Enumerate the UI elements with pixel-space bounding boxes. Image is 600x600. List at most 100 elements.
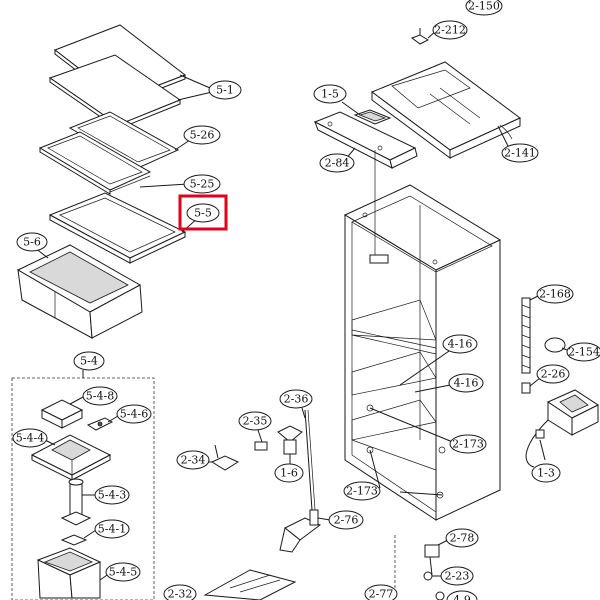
svg-text:2-32: 2-32 (168, 588, 193, 600)
part-5-4-1[interactable] (60, 534, 88, 546)
part-5-4-3[interactable] (60, 478, 92, 526)
svg-text:5-6: 5-6 (23, 236, 41, 249)
svg-text:2-35: 2-35 (243, 415, 268, 428)
label-2-34[interactable]: 2-34 (176, 450, 210, 470)
shelf-frame-5-25[interactable] (39, 147, 151, 195)
label-1-6[interactable]: 1-6 (274, 463, 304, 483)
svg-text:2-173: 2-173 (452, 438, 484, 451)
label-2-26[interactable]: 2-26 (536, 364, 570, 384)
label-2-36[interactable]: 2-36 (279, 389, 313, 409)
label-4-16-lower[interactable]: 4-16 (448, 373, 484, 393)
cover-2-141[interactable] (370, 61, 521, 159)
label-2-76[interactable]: 2-76 (328, 510, 364, 530)
label-2-23[interactable]: 2-23 (440, 566, 474, 586)
label-5-4[interactable]: 5-4 (73, 351, 105, 371)
assembly-2-32[interactable] (203, 569, 297, 600)
shelf-frame-5-26[interactable] (38, 111, 180, 191)
part-5-4-8[interactable] (40, 399, 84, 429)
svg-text:2-168: 2-168 (539, 288, 571, 301)
label-2-168[interactable]: 2-168 (536, 284, 574, 304)
highlight-box-5-5 (178, 194, 228, 231)
label-5-26[interactable]: 5-26 (183, 125, 221, 145)
label-1-3[interactable]: 1-3 (531, 463, 561, 483)
label-4-16-upper[interactable]: 4-16 (442, 334, 478, 354)
svg-text:2-173: 2-173 (346, 485, 378, 498)
svg-text:5-25: 5-25 (190, 178, 215, 191)
label-2-78[interactable]: 2-78 (445, 528, 479, 548)
label-5-6[interactable]: 5-6 (16, 232, 48, 252)
svg-text:5-4-6: 5-4-6 (120, 408, 148, 421)
part-2-78[interactable] (424, 544, 440, 576)
svg-text:2-77: 2-77 (369, 588, 394, 600)
label-5-4-1[interactable]: 5-4-1 (94, 519, 130, 539)
part-2-26[interactable] (521, 382, 531, 394)
label-5-4-4[interactable]: 5-4-4 (12, 428, 48, 448)
svg-text:5-5: 5-5 (194, 207, 212, 220)
svg-text:2-23: 2-23 (445, 570, 470, 583)
label-5-1[interactable]: 5-1 (208, 80, 242, 100)
label-2-32[interactable]: 2-32 (163, 584, 197, 600)
svg-text:2-26: 2-26 (541, 368, 566, 381)
part-2-23[interactable] (423, 571, 433, 581)
shelf-5-5[interactable] (48, 192, 187, 264)
bin-5-4-5[interactable] (36, 547, 102, 599)
damper-1-6[interactable] (277, 425, 303, 455)
svg-text:2-141: 2-141 (504, 147, 536, 160)
pipe-2-36[interactable] (304, 409, 316, 511)
label-1-5[interactable]: 1-5 (313, 84, 347, 104)
part-5-4-4[interactable] (30, 434, 112, 481)
label-5-5[interactable]: 5-5 (186, 203, 220, 223)
svg-text:4-9: 4-9 (453, 594, 471, 600)
refrigerator-cabinet[interactable] (343, 150, 502, 521)
label-2-77[interactable]: 2-77 (364, 584, 398, 600)
part-5-4-6[interactable] (86, 417, 114, 431)
duct-2-84[interactable] (313, 111, 418, 169)
svg-text:1-6: 1-6 (280, 467, 298, 480)
part-2-154[interactable] (544, 337, 566, 353)
part-2-35[interactable] (254, 441, 268, 451)
fan-motor-1-3[interactable] (525, 389, 600, 468)
label-2-154[interactable]: 2-154 (566, 342, 600, 362)
label-2-173-lower[interactable]: 2-173 (343, 481, 381, 501)
svg-text:4-16: 4-16 (454, 377, 479, 390)
label-2-35[interactable]: 2-35 (238, 411, 272, 431)
label-2-173-upper[interactable]: 2-173 (449, 434, 487, 454)
drawer-5-6[interactable] (16, 244, 143, 339)
bracket-2-76[interactable] (279, 509, 321, 553)
svg-text:5-1: 5-1 (216, 84, 234, 97)
bracket-2-212[interactable] (410, 28, 430, 45)
svg-text:5-4-4: 5-4-4 (16, 432, 44, 445)
label-2-141[interactable]: 2-141 (501, 143, 539, 163)
svg-text:5-4-8: 5-4-8 (86, 390, 114, 403)
part-4-9[interactable] (435, 591, 445, 600)
label-5-4-5[interactable]: 5-4-5 (105, 562, 141, 582)
label-5-4-8[interactable]: 5-4-8 (82, 386, 118, 406)
svg-text:5-4-5: 5-4-5 (109, 566, 137, 579)
svg-text:2-154: 2-154 (568, 346, 600, 359)
svg-text:2-78: 2-78 (450, 532, 475, 545)
label-5-4-6[interactable]: 5-4-6 (116, 404, 152, 424)
svg-text:5-4: 5-4 (80, 355, 98, 368)
label-5-4-3[interactable]: 5-4-3 (94, 485, 130, 505)
svg-text:1-5: 1-5 (321, 88, 339, 101)
heater-2-168[interactable] (521, 297, 531, 374)
label-2-150[interactable]: 2-150 (465, 0, 503, 16)
part-2-34[interactable] (210, 444, 240, 471)
svg-text:5-26: 5-26 (190, 129, 215, 142)
svg-text:2-84: 2-84 (325, 157, 350, 170)
svg-text:2-76: 2-76 (334, 514, 359, 527)
label-2-84[interactable]: 2-84 (319, 153, 355, 173)
svg-text:4-16: 4-16 (448, 338, 473, 351)
svg-text:2-212: 2-212 (434, 24, 466, 37)
svg-text:5-4-1: 5-4-1 (98, 523, 126, 536)
svg-text:2-150: 2-150 (468, 0, 500, 13)
label-2-212[interactable]: 2-212 (432, 20, 468, 40)
label-5-25[interactable]: 5-25 (183, 174, 221, 194)
panel-1-5[interactable] (353, 109, 392, 125)
svg-text:5-4-3: 5-4-3 (98, 489, 126, 502)
svg-text:1-3: 1-3 (537, 467, 555, 480)
svg-text:2-36: 2-36 (284, 393, 309, 406)
svg-text:2-34: 2-34 (181, 454, 206, 467)
label-4-9[interactable]: 4-9 (446, 590, 478, 600)
